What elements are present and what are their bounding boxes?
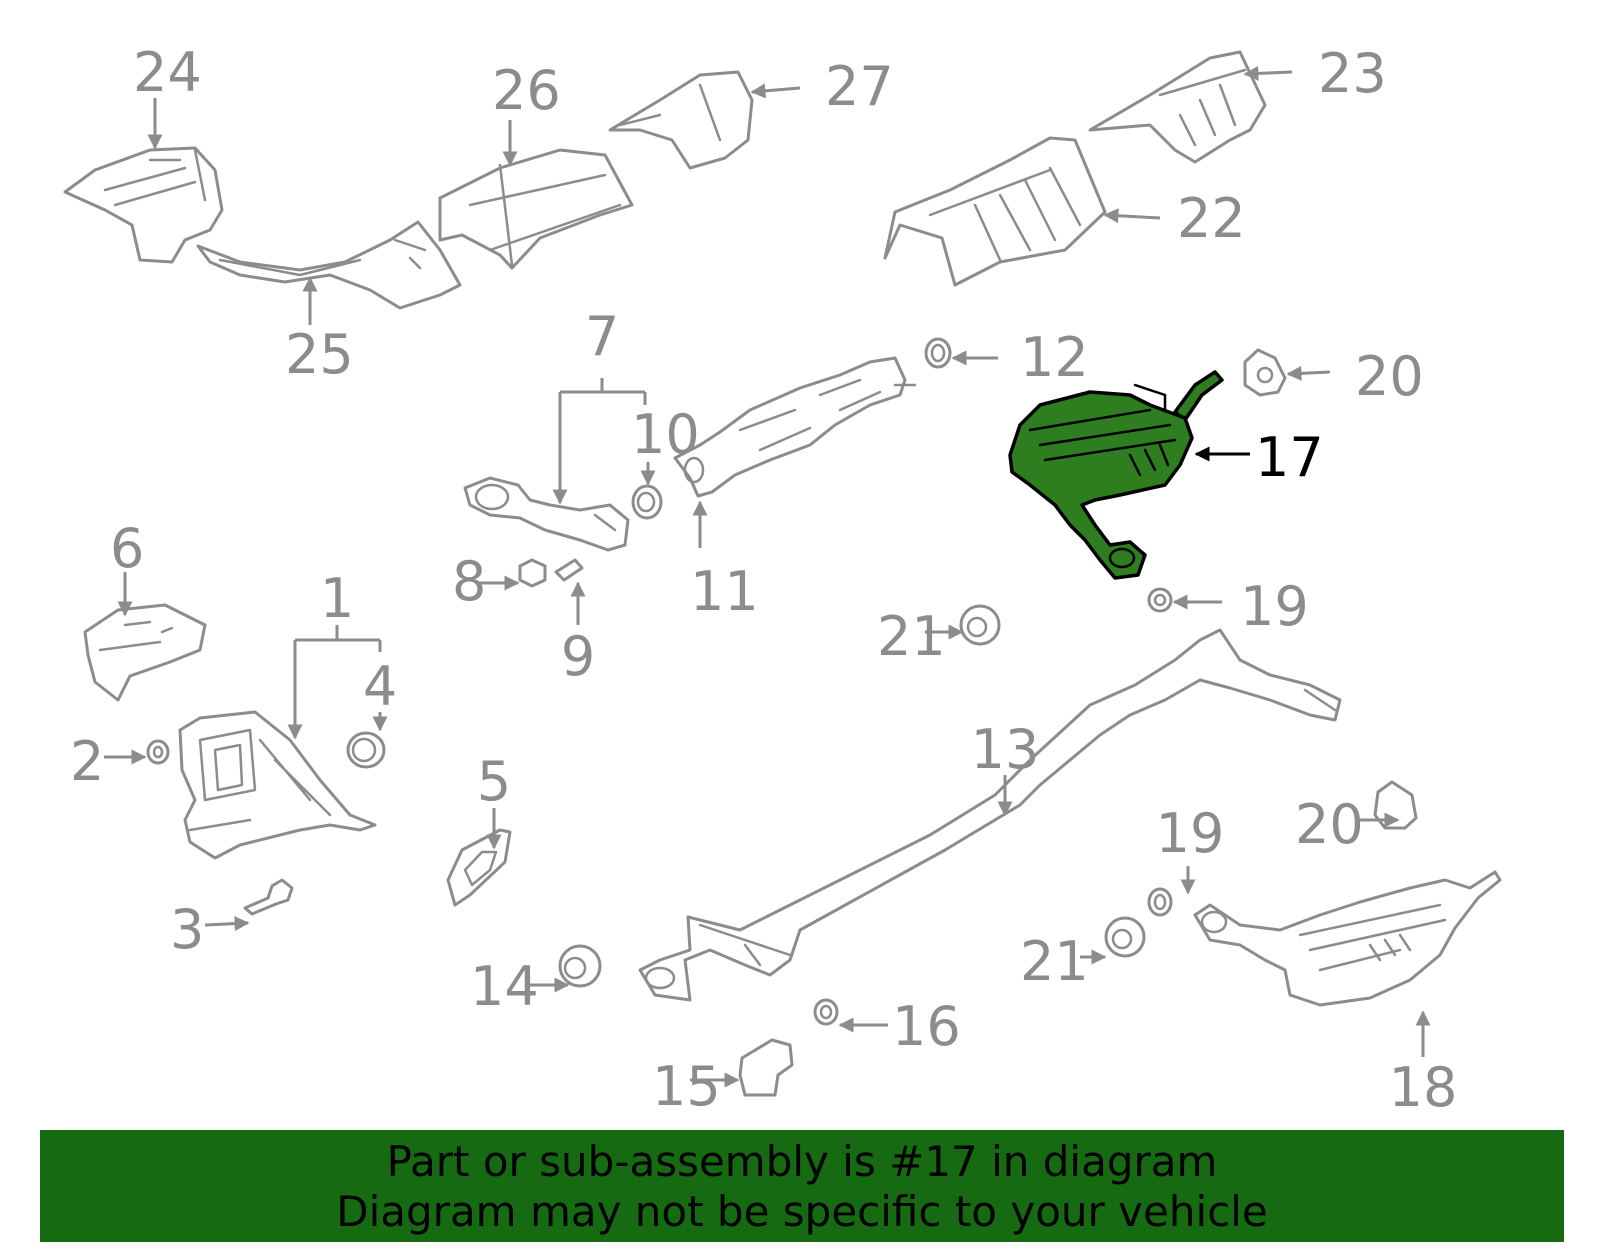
hanger-21-lower: [1104, 916, 1146, 958]
gasket-19-upper: [1147, 587, 1173, 613]
gasket-5: [446, 828, 512, 907]
heat-shield-26: [438, 148, 634, 270]
banner-line-part: Part or sub-assembly is #17 in diagram: [386, 1137, 1218, 1186]
hanger-21-upper: [959, 604, 1001, 646]
callout-23: 23: [1318, 42, 1387, 105]
callout-27: 27: [825, 55, 894, 118]
callout-25: 25: [285, 323, 354, 386]
banner-line-disclaimer: Diagram may not be specific to your vehi…: [336, 1187, 1268, 1236]
main-muffler-17: [1008, 370, 1224, 580]
callout-1: 1: [320, 567, 354, 630]
callout-12: 12: [1020, 326, 1089, 389]
callout-7: 7: [585, 305, 619, 368]
callout-2: 2: [70, 730, 104, 793]
callout-21-upper: 21: [877, 605, 946, 668]
callout-24: 24: [133, 41, 202, 104]
bracket-15: [738, 1038, 794, 1097]
info-banner: Part or sub-assembly is #17 in diagram D…: [40, 1130, 1564, 1242]
nut-16: [813, 998, 839, 1026]
gasket-19-lower: [1147, 887, 1173, 917]
callout-5: 5: [477, 750, 511, 813]
callout-20-lower: 20: [1295, 793, 1364, 856]
heat-shield-6: [83, 603, 207, 702]
callout-18: 18: [1389, 1056, 1458, 1119]
exhaust-parts-diagram: 24 25 26 27 22 23 7 10 11 12 8 9 6 1 4 2…: [63, 41, 1502, 1119]
callout-11: 11: [690, 560, 759, 623]
exhaust-manifold-1: [178, 710, 377, 860]
catalytic-converter-11: [673, 356, 917, 498]
callout-15: 15: [652, 1055, 721, 1118]
callout-21-lower: 21: [1020, 930, 1089, 993]
hanger-20-upper: [1243, 348, 1287, 397]
callout-4: 4: [363, 655, 397, 718]
callout-8: 8: [452, 550, 486, 613]
callout-22: 22: [1177, 187, 1246, 250]
heat-shield-23: [1088, 50, 1267, 164]
callout-13: 13: [971, 718, 1040, 781]
rear-muffler-18: [1193, 870, 1502, 1007]
gasket-2: [146, 739, 170, 765]
callout-16: 16: [892, 995, 961, 1058]
callout-6: 6: [110, 517, 144, 580]
callout-3: 3: [170, 898, 204, 961]
heat-shield-25: [196, 220, 462, 310]
hanger-14: [558, 944, 602, 988]
gasket-12: [924, 337, 952, 369]
heat-shield-22: [883, 136, 1107, 287]
bolt-3: [243, 878, 294, 916]
callout-14: 14: [470, 955, 539, 1018]
heat-shield-24: [63, 146, 224, 264]
ring-10: [631, 484, 663, 520]
center-pipe-13: [638, 628, 1342, 1002]
callout-26: 26: [492, 59, 561, 122]
ring-4: [346, 731, 386, 769]
nut-8: [518, 558, 547, 588]
front-pipe-7: [463, 476, 630, 552]
callout-9: 9: [561, 625, 595, 688]
callout-20-upper: 20: [1355, 345, 1424, 408]
heat-shield-27: [608, 70, 754, 170]
callout-19-lower: 19: [1156, 802, 1225, 865]
callout-19-upper: 19: [1240, 575, 1309, 638]
callout-10: 10: [631, 403, 700, 466]
callout-17: 17: [1255, 426, 1324, 489]
stud-9: [554, 558, 584, 582]
